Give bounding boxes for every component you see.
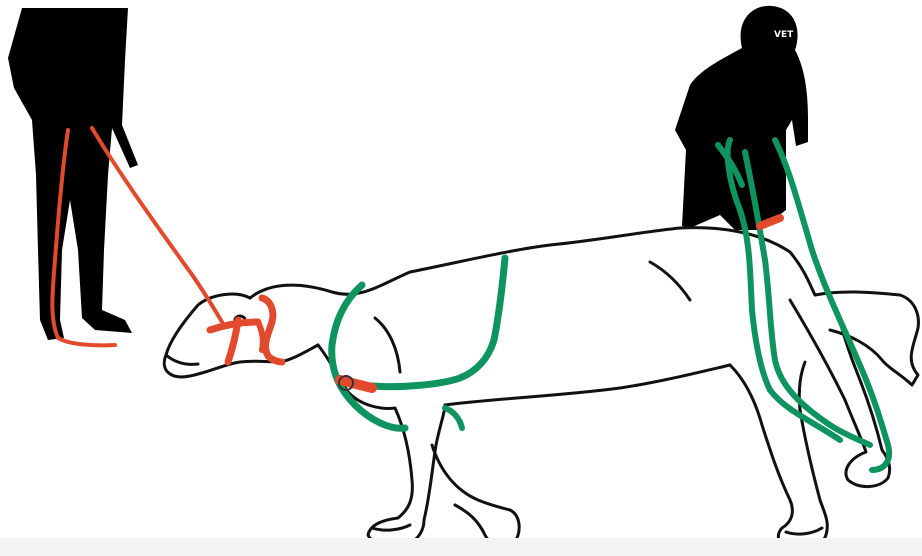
helmet-label: VET bbox=[774, 30, 794, 40]
horse-hip-line bbox=[650, 262, 690, 300]
horse-outline bbox=[164, 228, 918, 551]
bottom-band bbox=[0, 538, 922, 556]
horse-shoulder-line bbox=[375, 318, 400, 372]
horse-hoof-front bbox=[372, 525, 410, 530]
horse-back-line bbox=[250, 228, 815, 298]
horse-belly-line bbox=[445, 365, 730, 405]
girth-strap-lower bbox=[445, 408, 462, 428]
horse-front-leg-far bbox=[432, 445, 519, 547]
halter-crown bbox=[262, 298, 282, 362]
green-straps bbox=[332, 140, 889, 470]
right-handler-silhouette: VET bbox=[675, 6, 808, 230]
left-handler-body bbox=[8, 8, 138, 340]
head-rope-lead bbox=[92, 128, 222, 322]
halter-throat bbox=[258, 322, 263, 350]
horse-hoof-hind bbox=[786, 528, 822, 534]
girth-strap bbox=[372, 258, 505, 387]
horse-hind-leg-far bbox=[790, 300, 890, 487]
horse-hind-leg-near bbox=[730, 362, 827, 550]
left-handler-silhouette bbox=[8, 8, 138, 340]
horse-muzzle bbox=[166, 355, 198, 364]
